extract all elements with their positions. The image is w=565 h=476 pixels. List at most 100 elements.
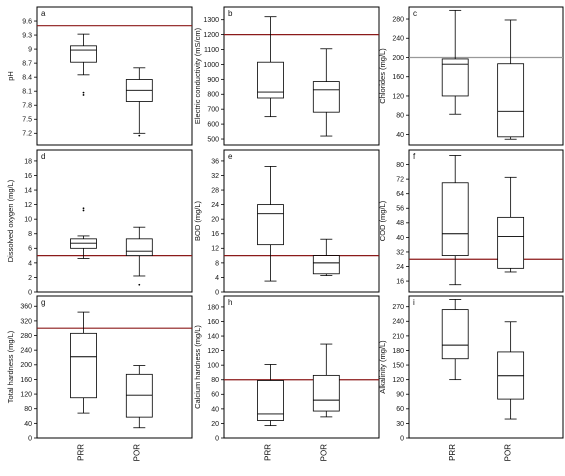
y-tick-label: 56: [396, 206, 404, 213]
y-axis-label: Total hardness (mg/L): [6, 330, 15, 403]
y-axis-label: BOD (mg/L): [193, 201, 202, 242]
x-category-label: PRR: [448, 444, 457, 461]
y-tick-label: 180: [392, 348, 404, 355]
panel-frame: [36, 6, 193, 146]
y-tick-label: 120: [392, 93, 404, 100]
panel-frame: [408, 295, 564, 439]
y-tick-label: 40: [396, 132, 404, 139]
y-tick-label: 240: [392, 36, 404, 43]
panel-label: f: [413, 152, 416, 161]
y-tick-label: 24: [396, 264, 404, 271]
y-tick-label: 8: [215, 260, 219, 267]
y-tick-label: 9.3: [22, 32, 32, 39]
x-category-label: POR: [132, 444, 141, 462]
box-prr: [70, 207, 97, 259]
box-por: [125, 67, 153, 137]
panel-label: a: [41, 9, 46, 18]
box-por: [312, 238, 340, 277]
box-prr: [441, 299, 469, 381]
y-tick-label: 120: [392, 377, 404, 384]
iqr-box: [125, 238, 153, 256]
panel-frame: [223, 295, 380, 439]
box-por: [125, 365, 153, 429]
y-tick-label: 0: [28, 435, 32, 442]
y-tick-label: 1100: [204, 47, 219, 54]
panel-label: h: [228, 298, 232, 307]
y-axis-label: pH: [6, 71, 15, 81]
x-category-label: POR: [319, 444, 328, 462]
y-tick-label: 60: [396, 406, 404, 413]
y-tick-label: 120: [20, 391, 32, 398]
panel-frame: [36, 149, 193, 293]
y-tick-label: 28: [211, 187, 219, 194]
y-tick-label: 7.5: [22, 117, 32, 124]
y-tick-label: 16: [211, 231, 219, 238]
y-tick-label: 700: [207, 107, 219, 114]
y-tick-label: 0: [28, 289, 32, 296]
y-tick-label: 1300: [203, 17, 219, 24]
y-tick-label: 160: [392, 74, 404, 81]
panel-label: d: [41, 152, 45, 161]
y-tick-label: 80: [396, 162, 404, 169]
iqr-box: [312, 81, 340, 113]
outlier-point: [82, 94, 85, 96]
y-tick-label: 180: [207, 304, 219, 311]
panel-frame: [36, 295, 193, 439]
y-axis-label: Dissolved oxygen (mg/L): [6, 179, 15, 262]
y-tick-label: 140: [207, 333, 219, 340]
panel-frame: [223, 6, 380, 146]
y-tick-label: 280: [392, 16, 404, 23]
outlier-point: [82, 207, 85, 210]
y-tick-label: 240: [20, 348, 32, 355]
y-tick-label: 60: [211, 392, 219, 399]
y-tick-label: 16: [24, 173, 32, 180]
y-tick-label: 8: [28, 231, 32, 238]
y-tick-label: 0: [400, 435, 404, 442]
y-tick-label: 270: [392, 304, 404, 311]
y-tick-label: 20: [211, 421, 219, 428]
y-tick-label: 360: [20, 304, 32, 311]
panel-label: g: [41, 298, 45, 307]
y-tick-label: 24: [211, 202, 219, 209]
iqr-box: [497, 216, 525, 269]
y-tick-label: 0: [215, 289, 219, 296]
iqr-box: [257, 204, 284, 246]
iqr-box: [312, 374, 340, 412]
y-tick-label: 900: [207, 77, 219, 84]
y-tick-label: 100: [207, 363, 219, 370]
y-tick-label: 0: [215, 435, 219, 442]
iqr-box: [312, 255, 340, 275]
iqr-box: [70, 45, 97, 63]
y-tick-label: 48: [396, 220, 404, 227]
y-tick-label: 80: [396, 113, 404, 120]
y-tick-label: 9: [28, 47, 32, 54]
iqr-box: [441, 309, 469, 360]
y-tick-label: 8.7: [22, 61, 32, 68]
panel-label: b: [228, 9, 233, 18]
box-prr: [441, 9, 469, 115]
panel-b: b5006007008009001000110012001300Electric…: [193, 6, 380, 146]
box-por: [312, 343, 340, 418]
y-tick-label: 30: [396, 421, 404, 428]
panel-frame: [223, 149, 380, 293]
box-por: [312, 48, 340, 137]
panel-label: i: [413, 298, 415, 307]
y-tick-label: 7.8: [22, 103, 32, 110]
y-tick-label: 8.1: [22, 89, 32, 96]
y-axis-label: Alkalinity (mg/L): [378, 340, 387, 394]
y-tick-label: 210: [392, 333, 404, 340]
y-tick-label: 40: [396, 235, 404, 242]
iqr-box: [257, 380, 284, 421]
iqr-box: [125, 373, 153, 418]
y-tick-label: 10: [24, 217, 32, 224]
y-tick-label: 8.4: [22, 75, 32, 82]
y-tick-label: 12: [24, 202, 32, 209]
x-category-label: POR: [504, 444, 513, 462]
y-tick-label: 4: [215, 275, 219, 282]
box-por: [497, 321, 525, 420]
y-tick-label: 600: [207, 122, 219, 129]
